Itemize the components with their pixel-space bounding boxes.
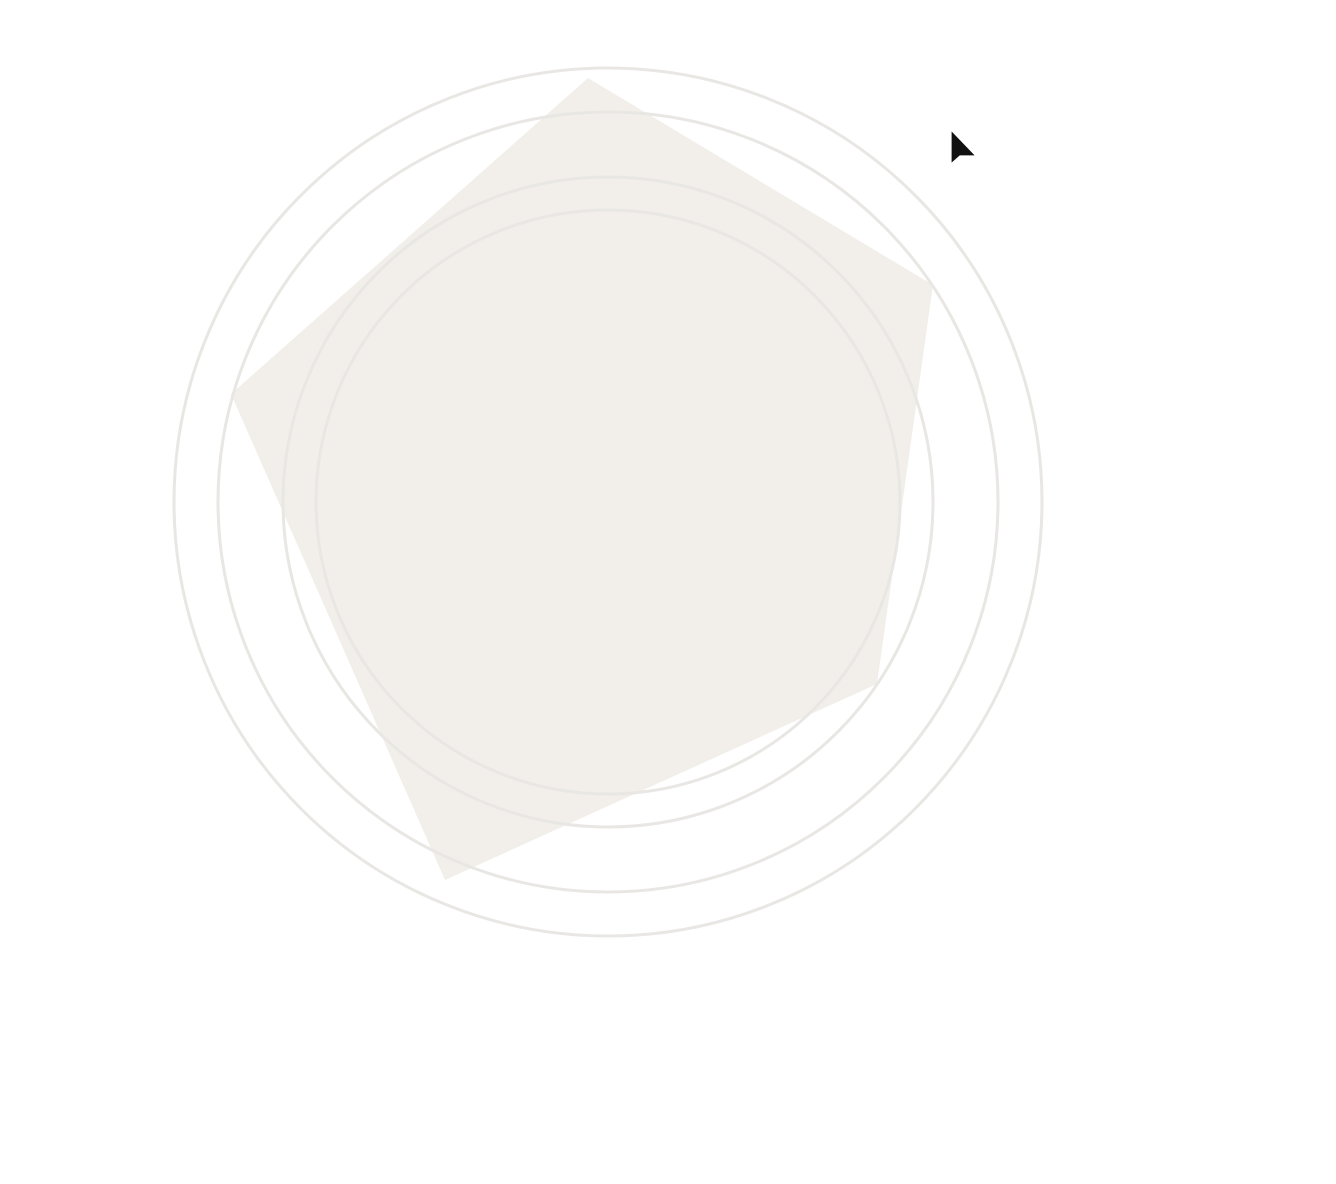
second-ring	[216, 110, 1000, 894]
pentagon-shape	[231, 78, 933, 880]
inner-ring	[314, 208, 902, 796]
outer-ring	[172, 66, 1044, 938]
arrow-cursor-icon	[950, 129, 977, 165]
third-ring	[281, 175, 935, 829]
